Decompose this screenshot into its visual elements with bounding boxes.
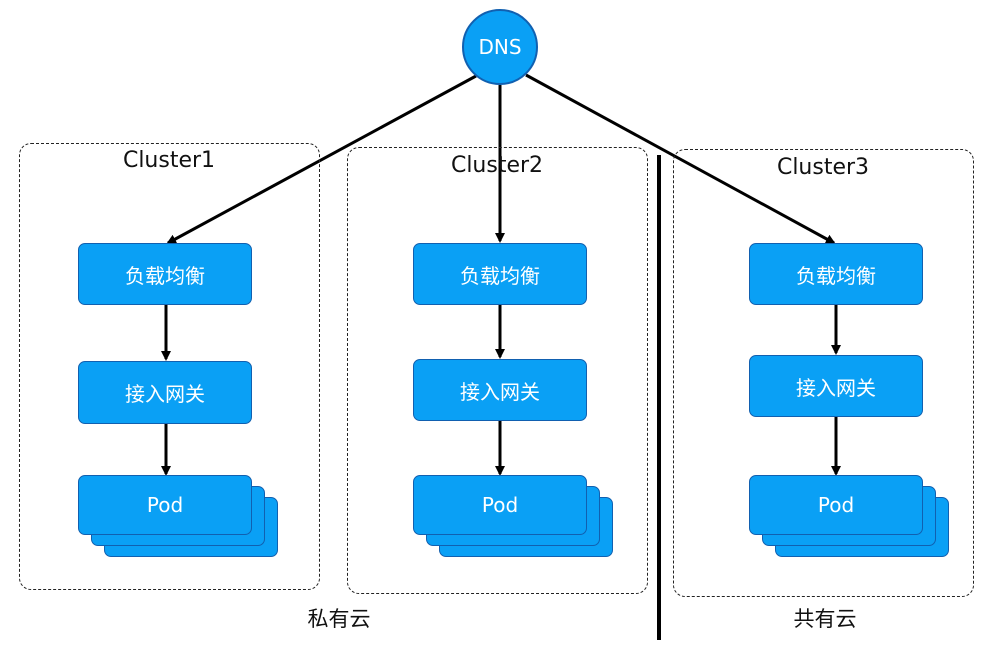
cluster-2-boundary <box>347 147 648 594</box>
pod-label: Pod <box>146 493 184 517</box>
public-cloud-label: 共有云 <box>793 607 857 631</box>
dns-label: DNS <box>478 35 522 59</box>
gateway-label: 接入网关 <box>796 375 876 400</box>
load-balancer-label: 负载均衡 <box>460 263 540 288</box>
cluster-3-pod: Pod <box>749 475 923 535</box>
gateway-label: 接入网关 <box>125 382 205 406</box>
cluster-2-gateway: 接入网关 <box>413 359 587 421</box>
cluster-2-load-balancer: 负载均衡 <box>413 243 587 305</box>
zone-divider <box>657 155 661 640</box>
cluster-2-title: Cluster2 <box>450 153 544 178</box>
pod-label: Pod <box>481 493 519 517</box>
cluster-1-gateway: 接入网关 <box>78 361 252 424</box>
cluster-1-pod: Pod <box>78 475 252 535</box>
cluster-2-pod: Pod <box>413 475 587 535</box>
pod-label: Pod <box>817 493 855 517</box>
private-cloud-label: 私有云 <box>307 607 371 631</box>
load-balancer-label: 负载均衡 <box>125 263 205 288</box>
load-balancer-label: 负载均衡 <box>796 263 876 288</box>
cluster-1-load-balancer: 负载均衡 <box>78 243 252 305</box>
edge-dns-to-lb-1 <box>166 74 477 245</box>
dns-node: DNS <box>462 9 538 85</box>
cluster-3-title: Cluster3 <box>776 155 870 180</box>
cluster-1-boundary <box>19 143 320 590</box>
cluster-3-boundary <box>673 149 974 597</box>
cluster-3-load-balancer: 负载均衡 <box>749 243 923 305</box>
cluster-1-title: Cluster1 <box>122 148 216 173</box>
cluster-3-gateway: 接入网关 <box>749 355 923 417</box>
gateway-label: 接入网关 <box>460 379 540 404</box>
